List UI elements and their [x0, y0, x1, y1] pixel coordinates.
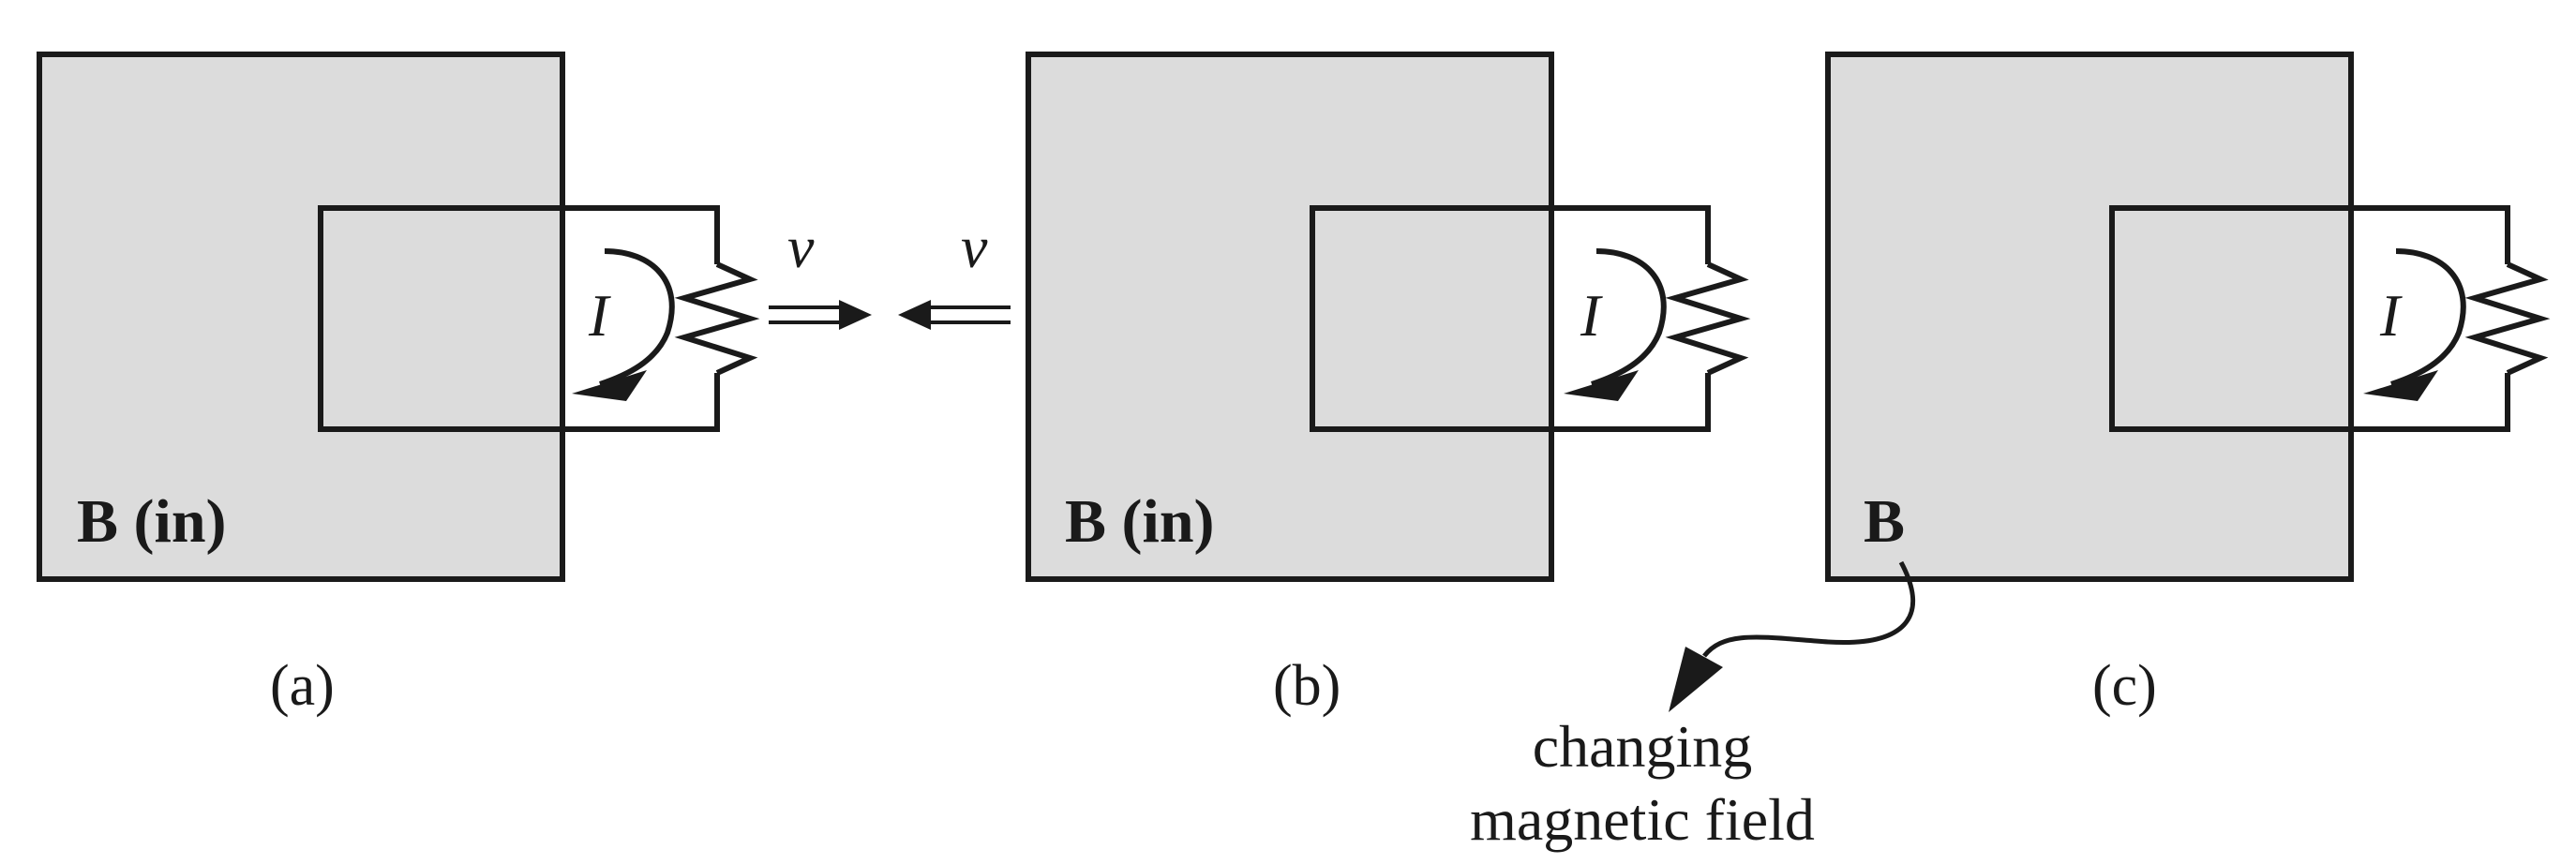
panel-caption: (b) [1273, 654, 1340, 718]
current-arrowhead-icon [2363, 370, 2438, 401]
conducting-loop [1310, 205, 1711, 432]
annotation-line2: magnetic field [1470, 786, 1815, 853]
resistor [674, 261, 760, 376]
velocity-label: v [787, 214, 815, 280]
current-arrowhead-icon [1564, 370, 1639, 401]
current-arrow [2390, 248, 2466, 387]
panel-caption: (a) [270, 654, 335, 718]
conducting-loop [2109, 205, 2510, 432]
current-label: I [588, 282, 611, 349]
field-label: B [1864, 487, 1905, 556]
annotation-arrowhead-icon [1669, 647, 1723, 712]
annotation-line1: changing [1533, 713, 1753, 780]
current-label: I [1580, 282, 1603, 349]
panel-b: v I B (in) (b) [898, 52, 1751, 718]
annotation-pointer [1702, 560, 1916, 658]
magnetic-field-region [1825, 52, 2354, 582]
field-label: B (in) [1065, 487, 1215, 556]
field-label: B (in) [77, 487, 227, 556]
current-arrowhead-icon [572, 370, 647, 401]
current-label: I [2379, 282, 2403, 349]
velocity-arrow-left [898, 300, 1011, 330]
velocity-label: v [961, 214, 988, 280]
velocity-arrow-right [769, 300, 872, 330]
resistor [1665, 261, 1751, 376]
magnetic-field-region [1026, 52, 1554, 582]
panel-caption: (c) [2092, 654, 2157, 718]
magnetic-field-region [37, 52, 565, 582]
current-arrow [1591, 248, 1667, 387]
resistor [2464, 261, 2551, 376]
panel-c: I B (c) changing magnetic field [1470, 52, 2551, 853]
panel-a: I v B (in) (a) [37, 52, 872, 718]
current-arrow [599, 248, 675, 387]
conducting-loop [318, 205, 720, 432]
